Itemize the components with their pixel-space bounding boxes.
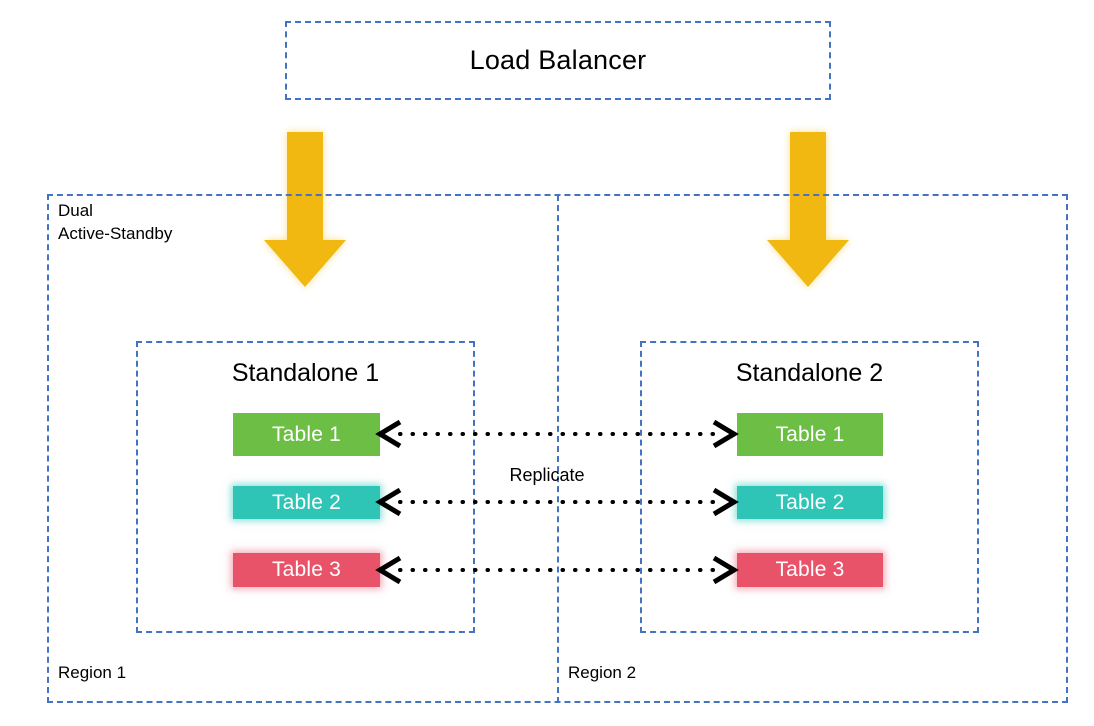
replication-link-table-2	[374, 487, 740, 517]
standalone-2-title: Standalone 2	[735, 359, 884, 387]
replicate-label: Replicate	[509, 465, 585, 485]
load-balancer-label: Load Balancer	[469, 45, 647, 75]
load-balancer-box[interactable]: Load Balancer	[285, 21, 831, 100]
standalone-2-table-2[interactable]: Table 2	[737, 486, 883, 519]
standalone-2-box[interactable]: Standalone 2	[640, 341, 979, 633]
standalone-1-title: Standalone 1	[231, 359, 380, 387]
standalone-2-table-3[interactable]: Table 3	[737, 553, 883, 587]
region-1-label: Region 1	[58, 663, 127, 682]
standalone-1-box[interactable]: Standalone 1	[136, 341, 475, 633]
dual-active-standby-label: Dual Active-Standby	[58, 201, 173, 243]
standalone-2-table-1[interactable]: Table 1	[737, 413, 883, 456]
replication-link-table-3	[374, 555, 740, 585]
replication-link-table-1	[374, 419, 740, 449]
standalone-1-table-3[interactable]: Table 3	[233, 553, 380, 587]
standalone-1-table-2[interactable]: Table 2	[233, 486, 380, 519]
standalone-1-table-1[interactable]: Table 1	[233, 413, 380, 456]
traffic-down-arrow-icon-right	[767, 132, 849, 287]
traffic-down-arrow-icon-left	[264, 132, 346, 287]
region-divider	[557, 195, 559, 703]
region-2-label: Region 2	[568, 663, 637, 682]
